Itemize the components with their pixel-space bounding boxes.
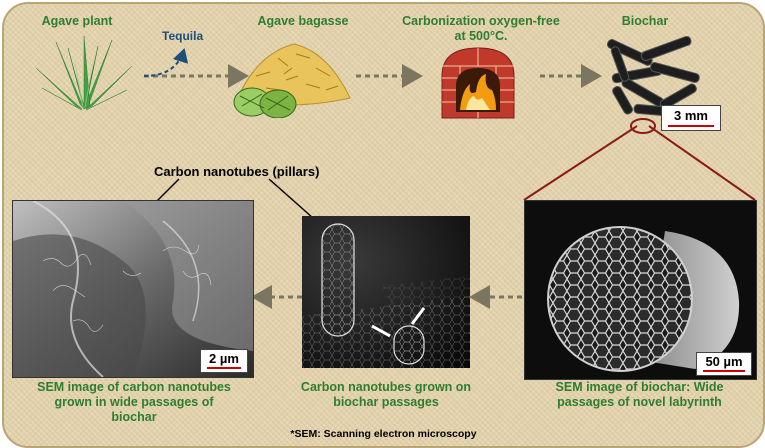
label-agave-plant: Agave plant (41, 14, 113, 28)
bagasse-pile-icon (233, 43, 351, 118)
agave-plant-icon (35, 35, 133, 111)
zoom-line-left (523, 125, 638, 201)
label-tequila: Tequila (162, 29, 204, 43)
zoom-circle (630, 118, 656, 134)
sem-image-cnt-graphic (13, 201, 253, 377)
zoom-line-right (648, 125, 756, 201)
sem-image-biochar (524, 200, 757, 380)
arrow-tequila-branch (143, 48, 189, 77)
scalebar-cnt-sem: 2 µm (200, 349, 248, 373)
oven-icon (441, 47, 515, 119)
sem-image-biochar-graphic (525, 201, 756, 379)
nanotube-model-image (302, 216, 470, 368)
caption-biochar-sem: SEM image of biochar: Wide passages of n… (555, 380, 724, 409)
label-biochar: Biochar (621, 14, 669, 28)
footnote-sem: *SEM: Scanning electron microscopy (290, 428, 477, 440)
scalebar-biochar-sem: 50 µm (696, 352, 752, 376)
nanotube-model-graphic (302, 216, 470, 368)
label-carbon-nanotubes: Carbon nanotubes (pillars) (154, 164, 320, 179)
label-carbonization: Carbonization oxygen-free at 500°C. (402, 14, 560, 43)
sem-image-cnt (12, 200, 254, 378)
label-agave-bagasse: Agave bagasse (257, 14, 349, 28)
scalebar-biochar: 3 mm (661, 105, 721, 131)
caption-nanotubes: Carbon nanotubes grown on biochar passag… (300, 380, 472, 409)
caption-cnt-sem: SEM image of carbon nanotubes grown in w… (37, 380, 231, 424)
